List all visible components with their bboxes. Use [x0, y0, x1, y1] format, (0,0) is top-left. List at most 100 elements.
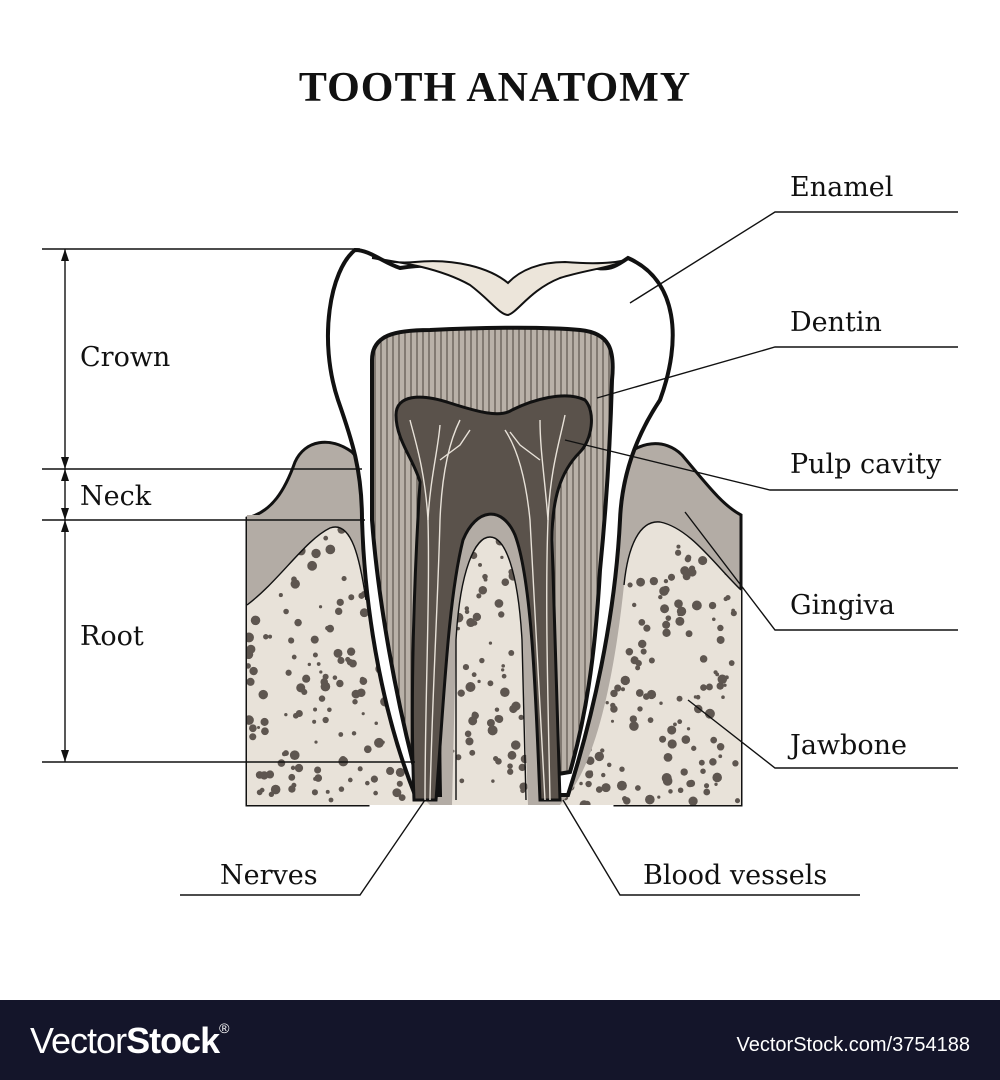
- bone-pore: [332, 675, 338, 680]
- bone-pore: [676, 544, 681, 549]
- bone-pore: [365, 780, 370, 786]
- bone-pore: [328, 797, 334, 803]
- bone-pore: [260, 771, 269, 780]
- bone-pore: [708, 601, 717, 610]
- bone-pore: [341, 576, 347, 582]
- label-nerves: Nerves: [180, 799, 426, 896]
- bone-pore: [713, 670, 718, 675]
- bone-pore: [685, 630, 693, 638]
- bone-pore: [714, 782, 718, 786]
- bone-pore: [645, 794, 655, 805]
- bone-pore: [520, 788, 526, 794]
- bone-pore: [291, 654, 297, 660]
- bone-pore: [691, 745, 697, 751]
- bone-pore: [668, 740, 676, 748]
- bone-pore: [465, 737, 474, 746]
- footer-bar: VectorStock® VectorStock.com/3754188: [0, 1000, 1000, 1080]
- bone-pore: [585, 780, 592, 788]
- label-dentin: Dentin: [596, 307, 958, 399]
- bone-pore: [677, 787, 684, 794]
- bone-pore: [518, 763, 526, 772]
- bone-pore: [667, 725, 677, 735]
- bone-pore: [318, 605, 323, 609]
- bone-pore: [635, 785, 641, 791]
- svg-text:Blood vessels: Blood vessels: [643, 860, 827, 891]
- bone-pore: [312, 719, 317, 724]
- bone-pore: [291, 782, 297, 788]
- bone-pore: [619, 766, 625, 772]
- bone-pore: [498, 611, 505, 618]
- svg-text:Nerves: Nerves: [220, 860, 318, 891]
- bone-pore: [649, 576, 659, 586]
- label-neck: Neck: [80, 481, 152, 512]
- svg-text:Jawbone: Jawbone: [787, 730, 907, 761]
- bone-pore: [662, 628, 671, 637]
- bone-pore: [691, 600, 702, 611]
- bone-pore: [585, 770, 594, 779]
- bone-pore: [682, 572, 691, 581]
- bone-pore: [464, 730, 472, 738]
- bone-pore: [605, 701, 609, 705]
- bone-pore: [488, 641, 493, 645]
- bone-pore: [698, 556, 708, 566]
- bone-pore: [476, 593, 482, 599]
- bone-pore: [294, 763, 304, 773]
- svg-text:Gingiva: Gingiva: [790, 590, 895, 621]
- bone-pore: [310, 635, 319, 644]
- bone-pore: [721, 695, 725, 699]
- bone-pore: [247, 663, 251, 669]
- bone-pore: [674, 549, 682, 556]
- bone-pore: [478, 585, 488, 595]
- bone-pore: [717, 674, 728, 685]
- bone-pore: [501, 578, 510, 587]
- bone-pore: [363, 745, 372, 754]
- bone-pore: [620, 687, 625, 692]
- bone-pore: [247, 677, 255, 686]
- bone-pore: [374, 721, 378, 725]
- bone-pore: [302, 674, 311, 683]
- bone-pore: [723, 596, 728, 602]
- bone-pore: [718, 754, 723, 759]
- bone-pore: [623, 797, 631, 805]
- bone-pore: [486, 718, 495, 727]
- label-blood-vessels: Blood vessels: [562, 799, 860, 896]
- bone-pore: [257, 726, 261, 730]
- bone-pore: [288, 773, 296, 781]
- bone-pore: [307, 662, 312, 667]
- bone-pore: [462, 663, 470, 671]
- bone-pore: [263, 634, 269, 640]
- bone-pore: [357, 766, 363, 772]
- bone-pore: [606, 762, 612, 768]
- diagram-title: TOOTH ANATOMY: [299, 65, 691, 111]
- bone-pore: [296, 683, 306, 693]
- bone-pore: [703, 788, 711, 796]
- bone-pore: [716, 743, 725, 751]
- dimension-lines: [42, 248, 415, 763]
- bone-pore: [658, 594, 663, 600]
- bone-pore: [674, 599, 683, 609]
- bone-pore: [518, 714, 524, 720]
- bone-pore: [501, 664, 505, 668]
- bone-pore: [676, 695, 683, 702]
- bone-pore: [494, 599, 504, 608]
- bone-pore: [323, 535, 329, 541]
- bone-pore: [663, 752, 673, 762]
- bone-pore: [507, 768, 514, 775]
- bone-pore: [698, 759, 705, 766]
- bone-pore: [469, 749, 476, 756]
- bone-pore: [635, 665, 641, 671]
- bone-pore: [392, 788, 402, 798]
- bone-pore: [471, 711, 479, 720]
- bone-pore: [478, 562, 483, 567]
- bone-pore: [479, 657, 485, 664]
- bone-pore: [635, 660, 642, 667]
- tooth-anatomy-diagram: TOOTH ANATOMY En: [42, 65, 958, 896]
- bone-pore: [594, 751, 605, 762]
- bone-pore: [636, 577, 646, 587]
- bone-pore: [494, 707, 500, 712]
- bone-pore: [465, 681, 476, 692]
- bone-pore: [511, 740, 521, 750]
- bone-pore: [688, 565, 696, 572]
- bone-pore: [359, 676, 365, 682]
- label-gingiva: Gingiva: [684, 511, 958, 631]
